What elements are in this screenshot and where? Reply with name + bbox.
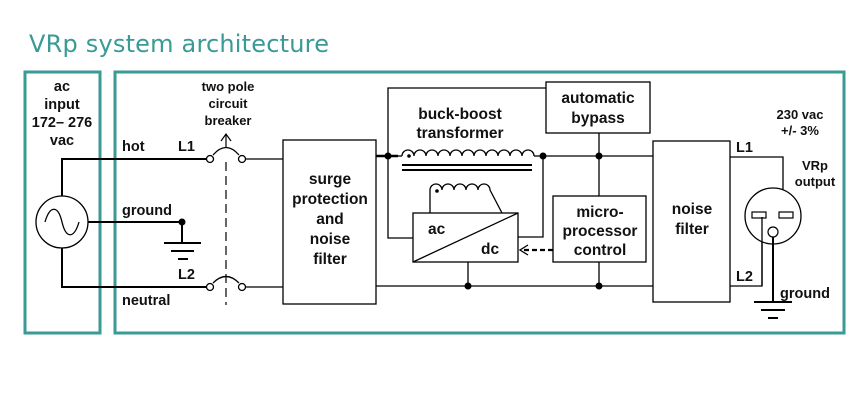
surge-label-5: filter: [313, 251, 347, 268]
micro-label-2: processor: [563, 223, 638, 240]
junction: [464, 282, 472, 290]
arrow-head-icon: [518, 244, 529, 256]
breaker-label-1: two pole: [202, 79, 255, 94]
surge-label-1: surge: [309, 171, 352, 188]
micro-label-1: micro-: [576, 204, 623, 221]
automatic-bypass-block: [545, 81, 651, 134]
l1-out-label: L1: [736, 140, 753, 156]
outlet-icon: [744, 187, 802, 245]
noise-label-2: filter: [675, 221, 709, 238]
input-label-3: 172– 276: [32, 115, 92, 131]
breaker-label-3: breaker: [205, 113, 252, 128]
circuit-breaker-icon: [205, 132, 247, 305]
l2-out-label: L2: [736, 269, 753, 285]
input-label-4: vac: [50, 133, 74, 149]
output-label-2: output: [795, 174, 836, 189]
neutral-label: neutral: [122, 293, 170, 309]
bypass-label-2: bypass: [571, 110, 624, 127]
input-panel: [23, 70, 102, 335]
ground-out-label: ground: [780, 286, 830, 302]
page-title: VRp system architecture: [29, 30, 330, 58]
noise-label-1: noise: [672, 201, 713, 218]
micro-label-3: control: [574, 242, 627, 259]
ground-out-icon: [754, 301, 792, 319]
breaker-label-2: circuit: [208, 96, 248, 111]
ground-icon: [164, 218, 201, 260]
surge-label-3: and: [316, 211, 344, 228]
transformer-label-1: buck-boost: [418, 106, 502, 123]
ground-label: ground: [122, 203, 172, 219]
input-label-2: input: [44, 97, 80, 113]
l2-in-label: L2: [178, 267, 195, 283]
output-spec-2: +/- 3%: [781, 123, 819, 138]
transformer-secondary-coil-icon: [429, 183, 503, 214]
input-label-1: ac: [54, 79, 70, 95]
output-label-1: VRp: [802, 158, 828, 173]
surge-label-4: noise: [310, 231, 351, 248]
converter-dc-label: dc: [481, 241, 499, 258]
ac-source-icon: [35, 195, 89, 249]
hot-wire: [61, 158, 207, 196]
neutral-wire: [61, 248, 207, 288]
converter-divider: [412, 212, 519, 263]
transformer-label-2: transformer: [417, 125, 504, 142]
microprocessor-control-block: [552, 195, 647, 263]
output-spec-1: 230 vac: [777, 107, 824, 122]
noise-filter-block: [652, 140, 731, 303]
bypass-label-1: automatic: [561, 90, 635, 107]
l1-in-label: L1: [178, 139, 195, 155]
surge-label-2: protection: [292, 191, 368, 208]
transformer-primary-coil-icon: [398, 149, 543, 158]
wire-bypass: [387, 87, 546, 156]
wire-converter-right: [518, 156, 544, 238]
junction: [595, 282, 603, 290]
wire-converter-left: [387, 156, 413, 239]
converter-ac-label: ac: [428, 221, 446, 238]
hot-label: hot: [122, 139, 145, 155]
system-panel: [113, 70, 846, 335]
surge-protection-block: [282, 139, 377, 305]
